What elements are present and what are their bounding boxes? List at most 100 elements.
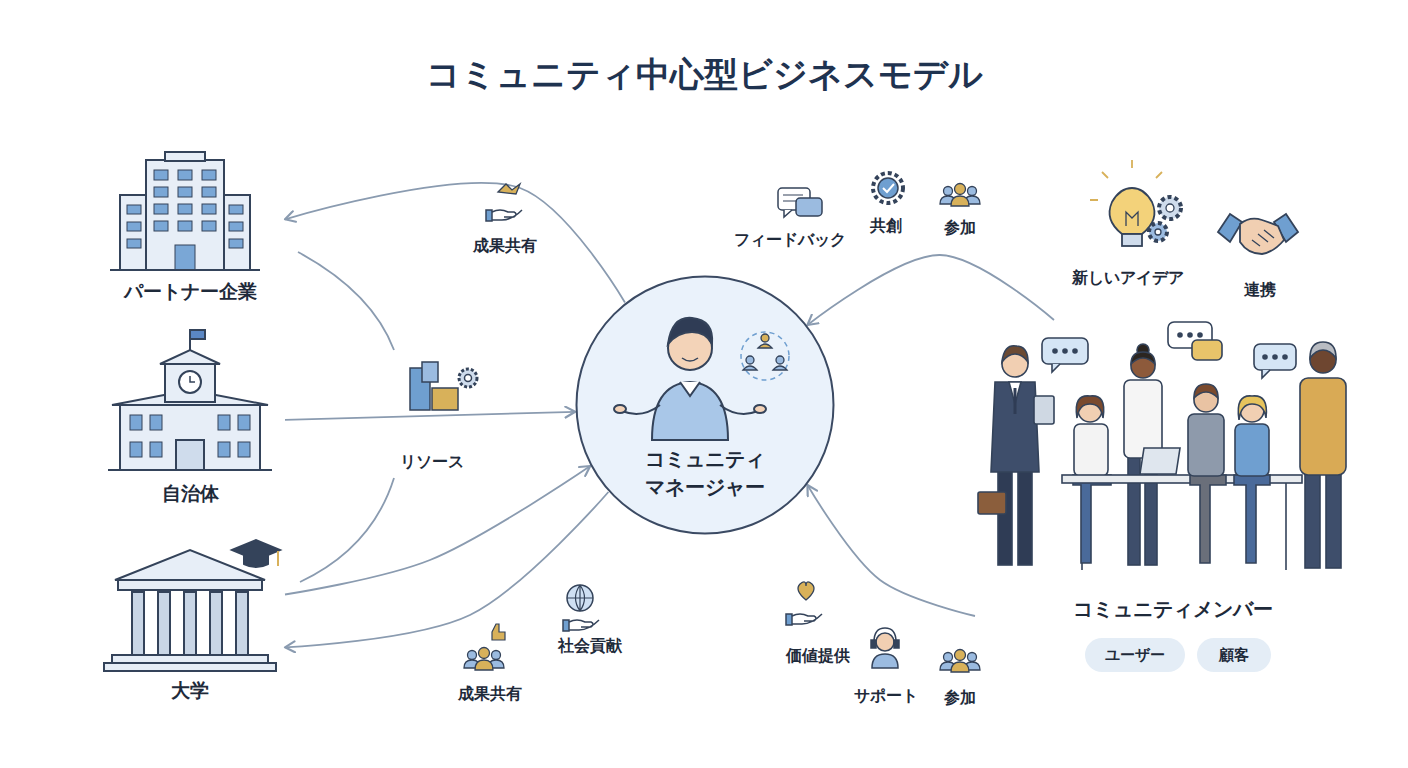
people-group-illustration — [1078, 398, 1102, 422]
globe-hand-icon — [563, 585, 599, 631]
office-building-icon — [110, 269, 260, 271]
people-group-illustration — [1063, 349, 1067, 353]
lightbulb-icon — [1126, 212, 1138, 226]
office-building-icon — [127, 205, 141, 214]
lightbulb-icon — [1159, 197, 1181, 219]
office-building-icon — [127, 239, 141, 248]
network-icon — [761, 334, 769, 342]
office-building-icon — [178, 187, 192, 197]
chat-icon — [784, 210, 792, 217]
office-building-icon — [202, 170, 216, 180]
handshake-icon — [1274, 214, 1298, 242]
gear-check-icon — [873, 173, 903, 203]
manager-figure — [622, 405, 660, 414]
people-group-illustration — [1128, 455, 1140, 565]
office-building-icon — [154, 221, 168, 231]
lightbulb-icon — [1090, 160, 1181, 246]
edge-label: 価値提供 — [786, 646, 850, 667]
people-group-illustration — [998, 468, 1012, 565]
people-group-illustration — [1002, 346, 1028, 362]
city-hall-icon — [130, 442, 142, 457]
resource-icon — [422, 362, 438, 382]
chat-icon — [796, 198, 822, 216]
people-group-illustration — [1285, 483, 1287, 570]
people-group-illustration — [1073, 349, 1077, 353]
people-group-illustration — [1262, 370, 1270, 378]
office-building-icon — [178, 221, 192, 231]
resource-icon — [410, 368, 430, 410]
handshake-icon — [1218, 214, 1242, 242]
people-group-illustration — [1052, 364, 1060, 372]
city-hall-icon — [190, 330, 205, 339]
university-icon — [184, 592, 196, 655]
people-group-illustration — [1042, 338, 1088, 364]
manager-figure — [680, 382, 700, 396]
city-hall-icon — [108, 330, 272, 470]
people-group-illustration — [1234, 475, 1270, 563]
people-group-illustration — [1192, 340, 1222, 360]
support-headset-icon — [871, 640, 876, 648]
city-hall-icon — [238, 415, 250, 430]
handshake-icon — [1240, 219, 1284, 254]
people-group-illustration — [1145, 455, 1157, 565]
people-group-illustration — [1310, 347, 1336, 373]
people-group-illustration — [1014, 388, 1017, 414]
people-group-illustration — [1076, 396, 1104, 418]
people-group-illustration — [1073, 475, 1111, 563]
people-group-illustration — [1062, 475, 1302, 483]
manager-figure — [754, 405, 766, 413]
role-pill: ユーザー — [1085, 638, 1185, 672]
share-results-icon — [498, 184, 520, 194]
people-group-illustration — [1194, 388, 1218, 412]
bracket-curve — [300, 478, 394, 582]
node-label: パートナー企業 — [95, 278, 285, 305]
people-group-illustration — [1009, 382, 1021, 404]
icon-label: 新しいアイデア — [1072, 268, 1184, 289]
people-group-illustration — [1140, 448, 1180, 474]
resource-icon — [432, 388, 458, 410]
people-group-illustration — [1326, 472, 1341, 568]
office-building-icon — [154, 204, 168, 214]
share-results-icon — [464, 624, 505, 670]
community-manager-circle: コミュニティ マネージャー — [575, 275, 835, 535]
people-group-illustration — [1074, 424, 1108, 476]
people-group-illustration — [1081, 483, 1083, 570]
university-node: 大学 — [95, 545, 285, 710]
support-headset-icon — [871, 628, 899, 668]
people-group-illustration — [1137, 344, 1149, 356]
edge-label: リソース — [400, 452, 464, 473]
people-group-illustration — [1238, 396, 1266, 420]
people-icon — [940, 650, 980, 673]
network-icon — [758, 344, 772, 348]
city-hall-icon — [160, 350, 220, 364]
university-icon — [104, 663, 276, 671]
office-building-icon — [178, 170, 192, 180]
icon-label: 共創 — [870, 216, 902, 237]
icon-label: サポート — [854, 686, 918, 707]
support-headset-icon — [876, 633, 894, 651]
node-label: ユーザー — [1085, 645, 1185, 666]
office-building-icon — [175, 245, 195, 270]
city-hall-icon — [189, 330, 191, 350]
chat-icon — [778, 188, 822, 217]
city-hall-icon — [150, 415, 162, 430]
university-icon — [277, 551, 279, 566]
lightbulb-icon — [1090, 160, 1174, 200]
people-icon — [940, 184, 980, 207]
manager-figure — [652, 382, 728, 440]
city-hall-icon — [150, 442, 162, 457]
gear-check-icon — [878, 178, 898, 198]
manager-figure — [668, 318, 712, 344]
people-group-illustration — [1124, 380, 1162, 458]
office-building-icon — [229, 205, 243, 214]
flow-arrow — [285, 492, 608, 647]
globe-hand-icon — [567, 585, 593, 611]
resource-icon — [459, 369, 477, 387]
city-hall-icon — [176, 440, 204, 470]
university-icon — [118, 580, 262, 590]
heart-hand-icon — [786, 614, 822, 625]
people-group-illustration — [1273, 355, 1277, 359]
university-icon — [132, 592, 144, 655]
people-group-illustration — [1263, 355, 1267, 359]
office-building-icon — [229, 239, 243, 248]
